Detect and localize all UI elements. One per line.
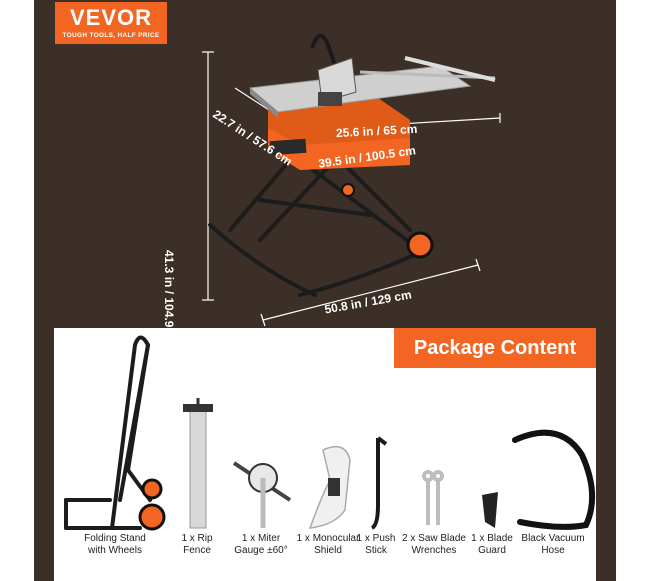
item-caption-vacuum-hose: Black Vacuum Hose — [521, 533, 585, 556]
monocular-shield-icon — [308, 445, 351, 529]
miter-gauge-icon — [232, 461, 292, 528]
wrench-icon — [422, 470, 444, 525]
logo-tagline: TOUGH TOOLS, HALF PRICE — [62, 32, 160, 39]
item-caption-folding-stand: Folding Stand with Wheels — [84, 533, 146, 556]
item-caption-rip-fence: 1 x Rip Fence — [181, 533, 213, 556]
item-caption-blade-guard: 1 x Blade Guard — [471, 533, 513, 556]
item-caption-wrenches: 2 x Saw Blade Wrenches — [402, 533, 466, 556]
blade-guard-icon — [482, 492, 498, 528]
vacuum-hose-icon — [512, 429, 596, 530]
push-stick-icon — [370, 436, 388, 530]
vevor-logo: VEVOR TOUGH TOOLS, HALF PRICE — [55, 2, 167, 44]
logo-brand: VEVOR — [69, 5, 153, 30]
table-saw-illustration — [202, 33, 501, 327]
package-content-title: Package Content — [394, 328, 596, 368]
item-caption-monocular-shield: 1 x Monocular Shield — [296, 533, 360, 556]
item-caption-miter-gauge: 1 x Miter Gauge ±60° — [234, 533, 288, 556]
item-caption-push-stick: 1 x Push Stick — [356, 533, 396, 556]
folding-stand-icon — [64, 335, 152, 530]
rip-fence-icon — [183, 398, 213, 529]
